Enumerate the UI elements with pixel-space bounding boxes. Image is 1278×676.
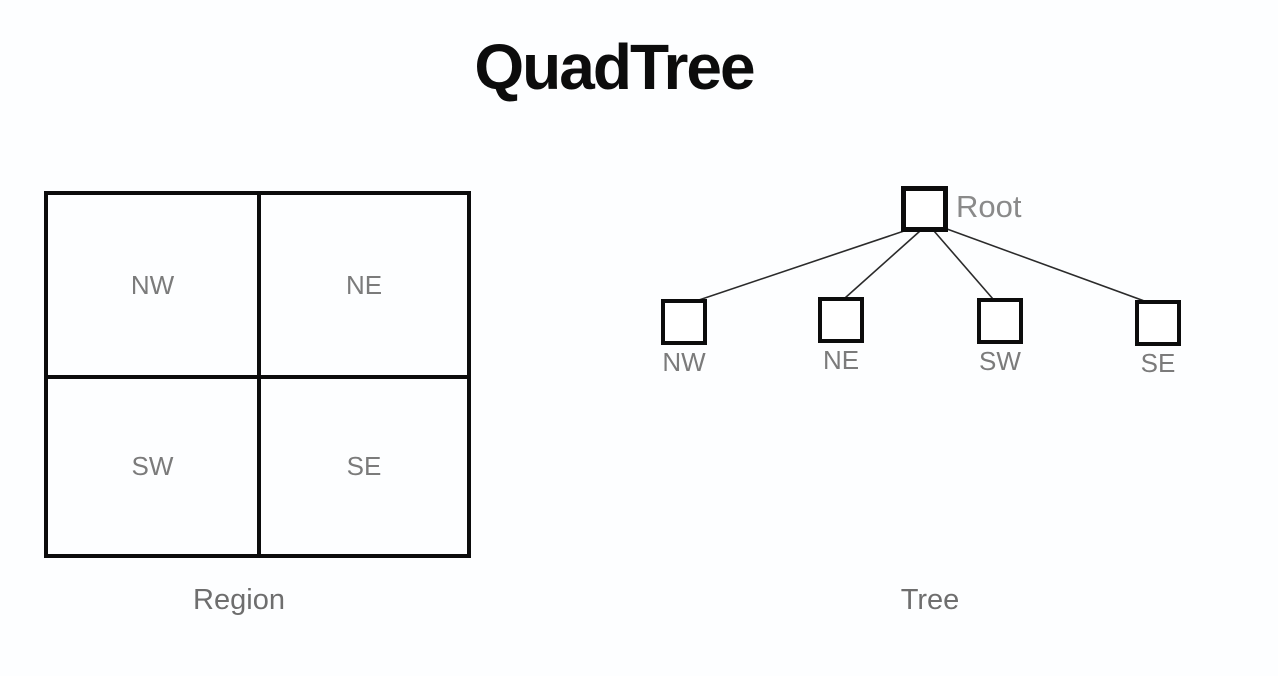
edge-root-sw <box>933 230 994 300</box>
tree-node-label-se: SE <box>1140 348 1176 378</box>
region-quadrant-nw: NW <box>130 269 175 300</box>
tree-node-se <box>1135 300 1181 346</box>
region-quadrant-sw: SW <box>131 451 174 481</box>
region-vertical-divider <box>257 195 261 554</box>
tree-node-nw <box>661 299 707 345</box>
region-horizontal-divider <box>48 375 467 379</box>
tree-node-label-sw: SW <box>979 346 1021 376</box>
region-quadrant-se: SE <box>346 451 382 481</box>
region-quadrant-ne: NE <box>345 269 383 300</box>
tree-node-label-nw: NW <box>662 347 706 377</box>
region-caption: Region <box>193 584 285 616</box>
region-square: NW NE SW SE <box>44 191 471 558</box>
edge-root-ne <box>844 230 921 299</box>
edge-root-se <box>946 228 1148 303</box>
tree-node-root <box>901 186 948 232</box>
tree-root-label: Root <box>956 189 1022 224</box>
tree-node-sw <box>977 298 1023 344</box>
tree-caption: Tree <box>900 584 960 616</box>
tree-node-label-ne: NE <box>822 345 860 375</box>
tree-node-ne <box>818 297 864 343</box>
edge-root-nw <box>695 229 908 302</box>
corner-arc-decoration <box>1236 612 1278 676</box>
page-title: QuadTree <box>474 31 755 103</box>
